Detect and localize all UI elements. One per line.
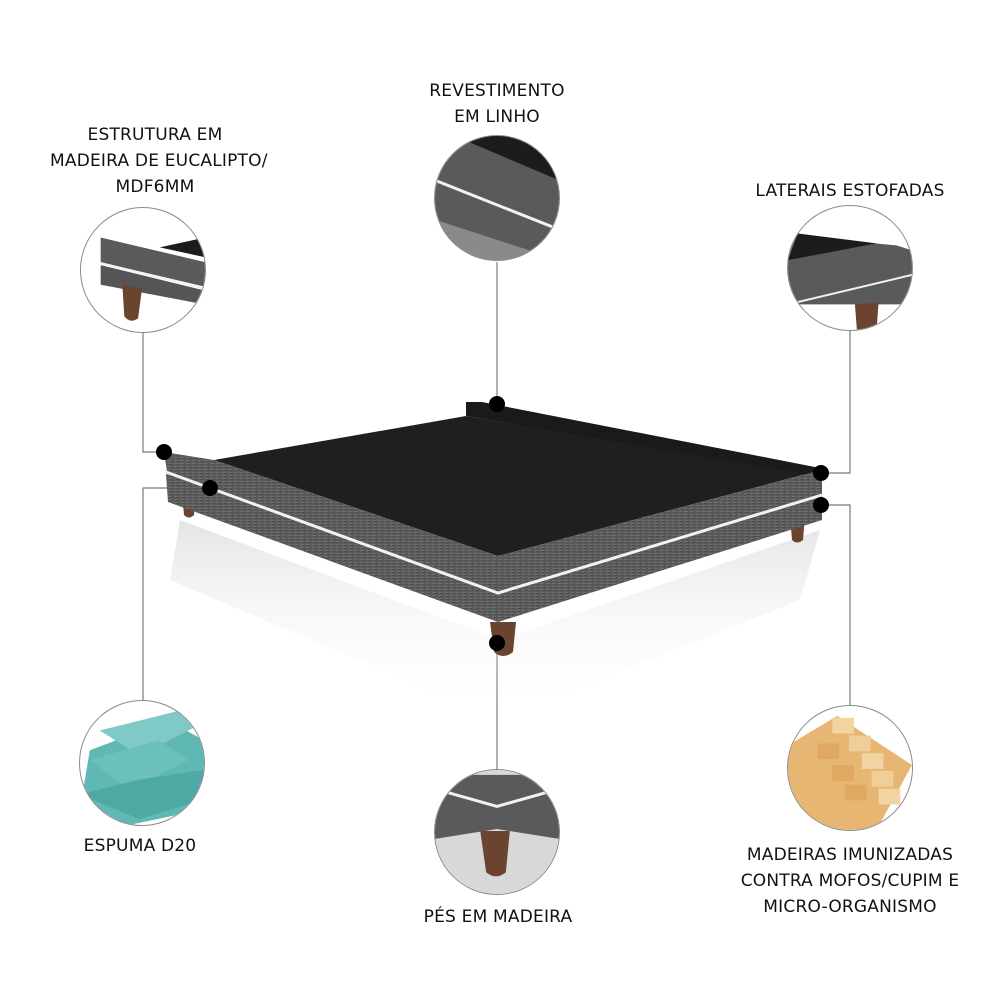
label-madeiras: MADEIRAS IMUNIZADAS CONTRA MOFOS/CUPIM E… (740, 845, 960, 917)
bed-corner-leg-icon (100, 237, 205, 321)
marker-dot-espuma (202, 480, 218, 496)
wood-planks-icon (788, 715, 912, 830)
marker-dot-revestimento (489, 396, 505, 412)
label-espuma: ESPUMA D20 (83, 836, 197, 856)
upholstered-side-icon (788, 233, 912, 330)
detail-circle-revestimento (434, 135, 560, 261)
detail-circle-madeiras (787, 705, 913, 831)
detail-circle-laterais (787, 205, 913, 331)
foam-blocks-icon (80, 710, 204, 825)
linen-fabric-icon (435, 136, 559, 260)
label-pes: PÉS EM MADEIRA (423, 907, 573, 927)
wooden-foot-icon (435, 770, 559, 894)
detail-circle-espuma (79, 700, 205, 826)
detail-circle-estrutura (80, 207, 206, 333)
marker-dot-madeiras (813, 497, 829, 513)
detail-circle-pes (434, 769, 560, 895)
label-estrutura: ESTRUTURA EM MADEIRA DE EUCALIPTO/ MDF6M… (50, 125, 268, 197)
marker-dot-laterais (813, 465, 829, 481)
marker-dot-estrutura (156, 444, 172, 460)
label-revestimento: REVESTIMENTO EM LINHO (429, 81, 565, 127)
label-laterais: LATERAIS ESTOFADAS (755, 181, 945, 201)
marker-dot-pes (489, 635, 505, 651)
